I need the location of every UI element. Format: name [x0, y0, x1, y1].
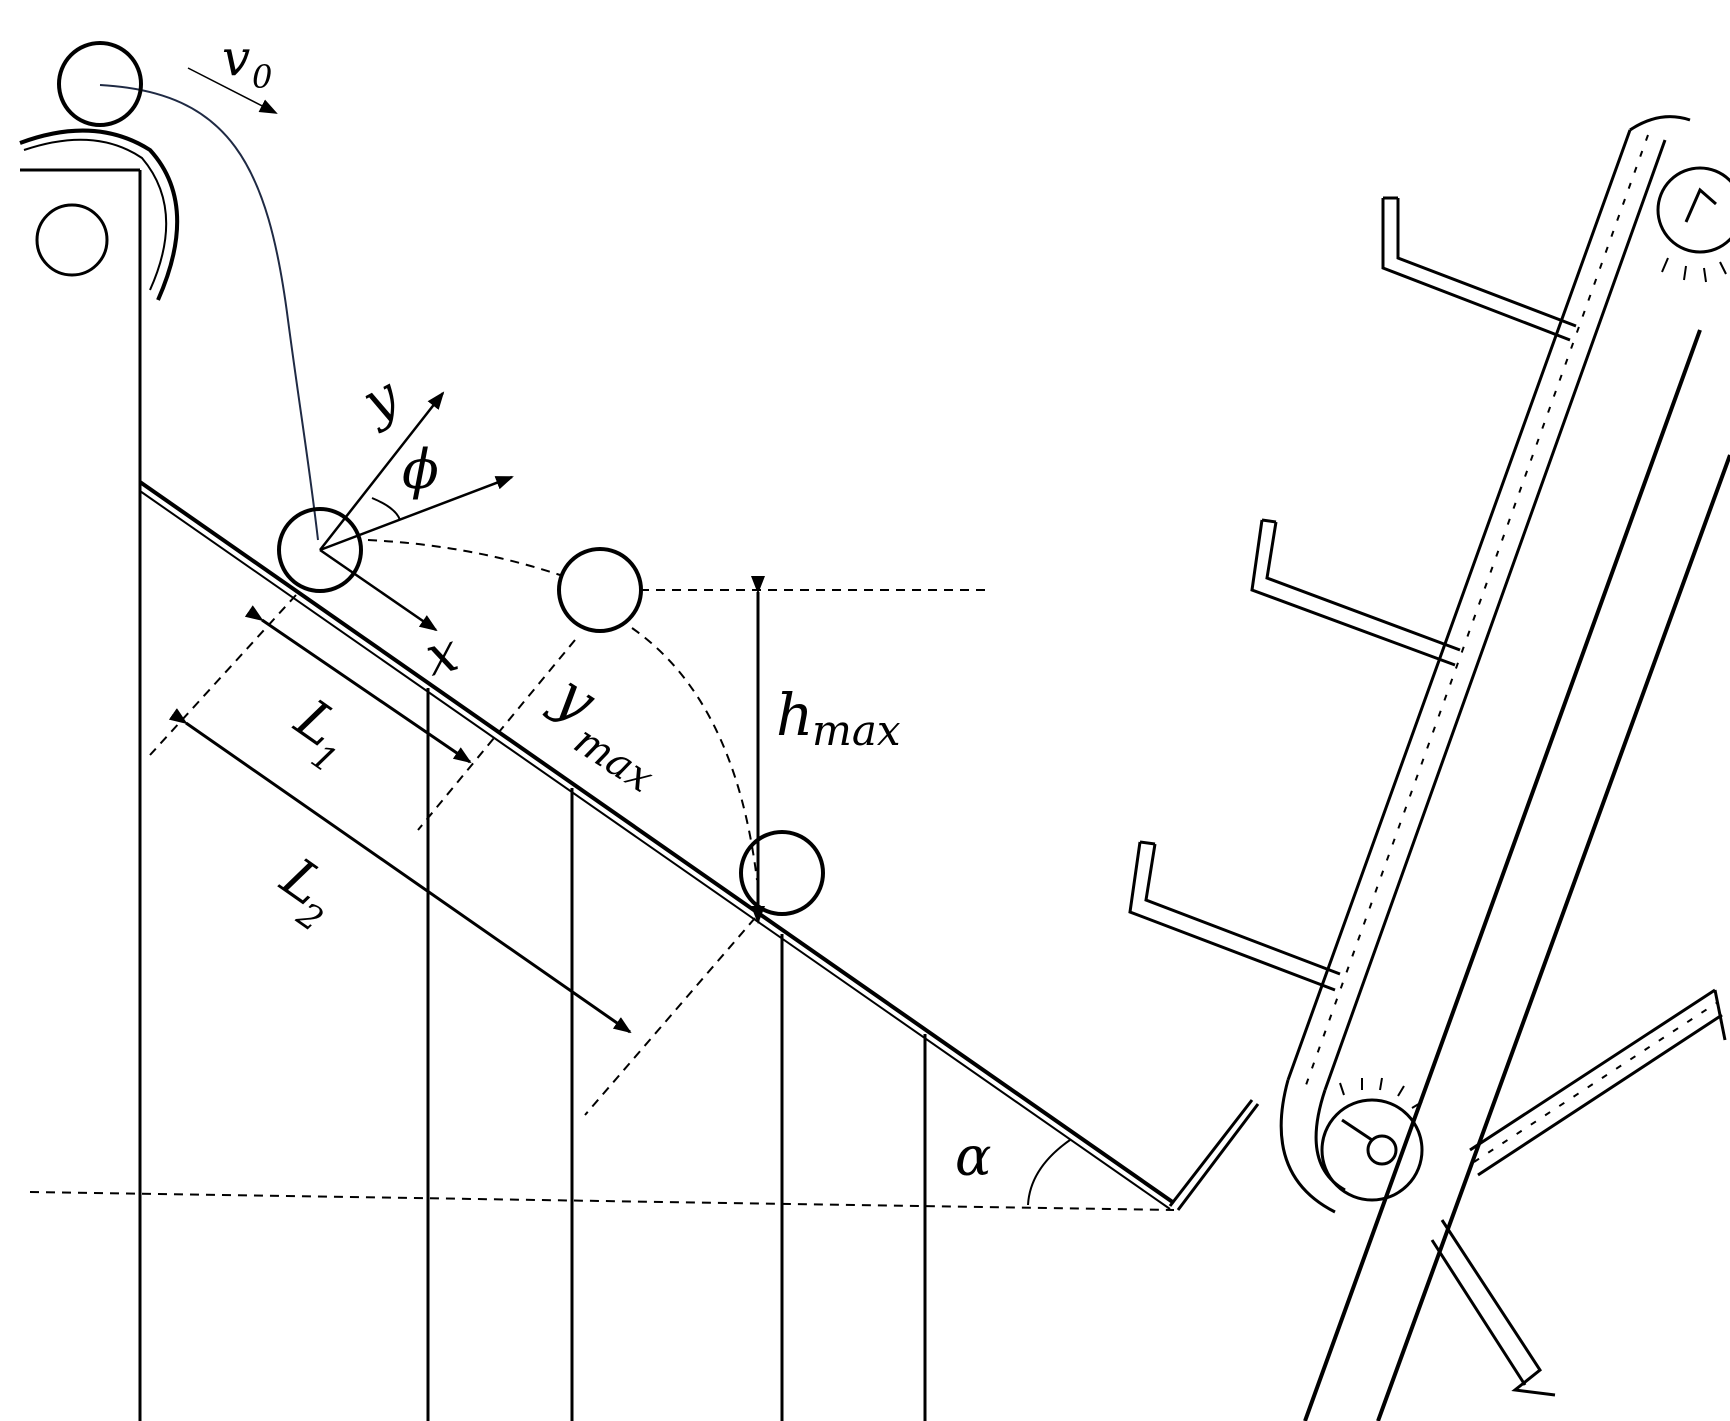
conveyor-rail-inner — [1303, 329, 1702, 1421]
label-y: y — [350, 363, 410, 435]
roller-chain-branch — [1469, 988, 1727, 1177]
plate-end-lip — [1168, 1099, 1254, 1207]
label-hmax: h — [776, 681, 813, 749]
particle-impact — [277, 507, 363, 593]
phi-angle-arc — [371, 497, 401, 521]
alpha-angle-arc — [1027, 1139, 1071, 1206]
velocity-direction-arrow — [319, 475, 514, 552]
dimension-lines — [149, 594, 756, 1116]
label-x: x — [419, 620, 465, 689]
label-alpha: α — [955, 1125, 991, 1188]
L2-dimension-arrow — [168, 708, 632, 1034]
v0-arrow — [187, 67, 278, 114]
label-v0-sub: 0 — [252, 58, 272, 96]
label-v0: v — [222, 29, 250, 87]
ground-reference-line — [29, 1191, 1175, 1211]
conveyor-rail-outer — [1376, 454, 1730, 1421]
trajectory — [99, 84, 758, 881]
vertical-supports — [426, 688, 927, 1421]
initial-trajectory-curve — [99, 84, 319, 541]
chain-conveyor — [1128, 115, 1730, 1421]
particle-landing — [739, 830, 825, 916]
label-hmax-sub: max — [812, 706, 901, 755]
conveyor-base-frame — [1440, 1219, 1556, 1397]
particle-apex — [557, 547, 643, 633]
conveyor-paddle-2 — [1250, 518, 1461, 667]
feed-roller-assembly — [19, 128, 180, 1421]
particles — [57, 41, 825, 916]
label-phi: ϕ — [402, 438, 439, 501]
sprocket-bottom — [1320, 1077, 1424, 1202]
sprocket-top — [1656, 166, 1730, 283]
hmax-dimension — [640, 576, 985, 924]
feed-roller-arc — [19, 128, 180, 301]
roller-axle-circle — [35, 203, 109, 277]
conveyor-paddle-3 — [1128, 840, 1341, 992]
y-axis-arrow — [319, 391, 445, 551]
roller-chain-main — [1279, 115, 1691, 1214]
particle-initial — [57, 41, 143, 127]
local-axes — [319, 391, 514, 632]
bounce-trajectory-dashed — [367, 539, 561, 576]
conveyor-paddle-1 — [1381, 196, 1577, 342]
